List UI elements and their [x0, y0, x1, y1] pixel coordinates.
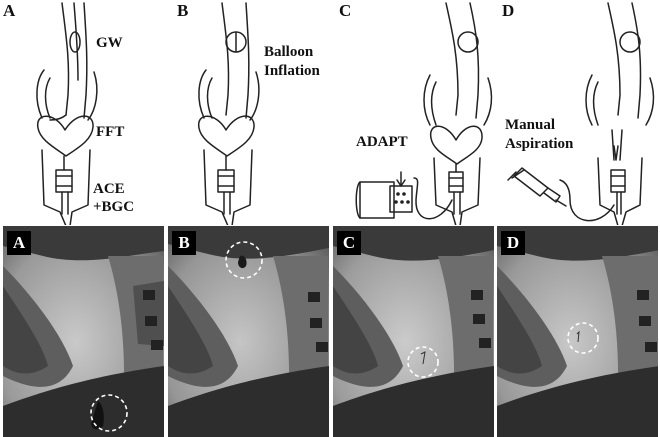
fluoroscopy-image-d: D [497, 226, 658, 437]
panel-letter-c-bottom: C [337, 231, 361, 255]
panel-letter-b-top: B [177, 1, 188, 21]
vessel-diagram-a [37, 3, 97, 225]
panel-letter-b-bottom: B [172, 231, 196, 255]
panel-letter-c-top: C [339, 1, 351, 21]
label-manual: Manual [505, 116, 555, 135]
fluoroscopy-image-b: B [168, 226, 329, 437]
label-fft: FFT [96, 123, 124, 142]
panel-letter-a-bottom: A [7, 231, 31, 255]
panel-letter-a-top: A [3, 1, 15, 21]
vessel-diagram-d [508, 3, 653, 225]
fluoroscopy-image-a: A [3, 226, 164, 437]
label-adapt: ADAPT [356, 133, 408, 152]
vessel-diagram-c [356, 3, 491, 225]
panel-letter-d-bottom: D [501, 231, 525, 255]
label-ace: ACE [93, 180, 125, 199]
label-aspiration: Aspiration [505, 135, 573, 154]
label-gw: GW [96, 34, 123, 53]
label-bgc: +BGC [93, 198, 134, 217]
panel-letter-d-top: D [502, 1, 514, 21]
label-balloon: Balloon [264, 43, 313, 62]
fluoroscopy-image-c: C [333, 226, 494, 437]
vessel-diagram-b [199, 3, 259, 225]
label-inflation: Inflation [264, 62, 320, 81]
